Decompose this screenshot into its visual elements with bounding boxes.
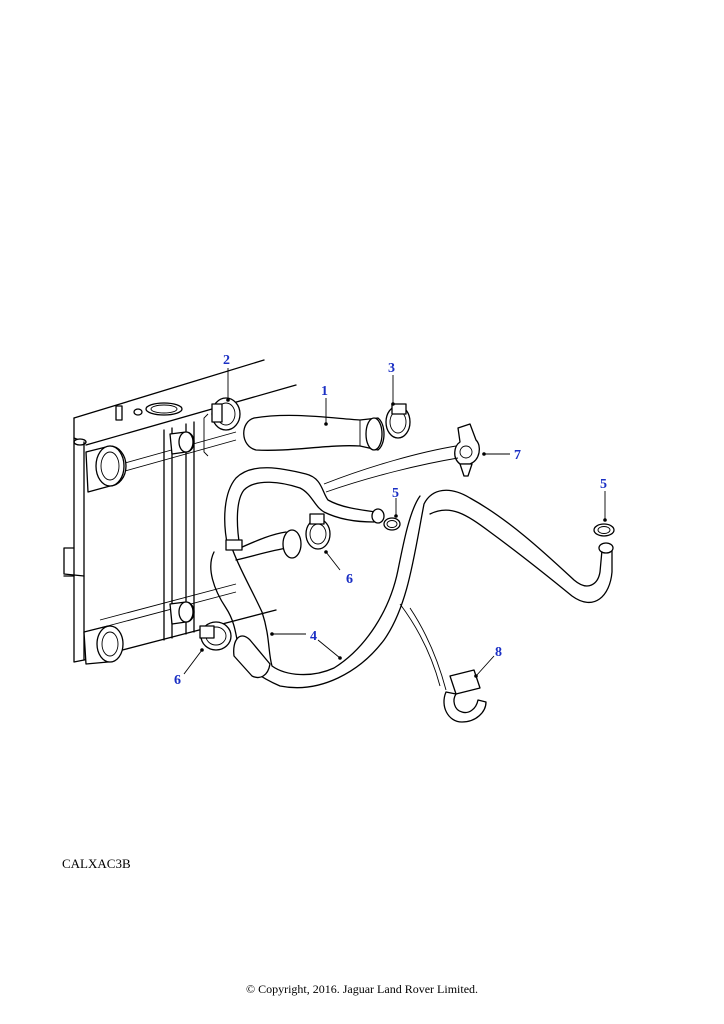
bottom-hose [210, 489, 614, 689]
callout-5b: 5 [600, 477, 607, 492]
leader-lines [183, 368, 607, 678]
hose-clip-5a [383, 517, 401, 531]
hose-clip-6b [199, 621, 232, 651]
callout-8: 8 [495, 645, 502, 660]
bleed-hose [224, 467, 385, 549]
diagram-reference-code: CALXAC3B [62, 856, 131, 871]
radiator [63, 359, 297, 665]
callout-5a: 5 [392, 486, 399, 501]
callout-6a: 6 [346, 572, 353, 587]
copyright-notice: © Copyright, 2016. Jaguar Land Rover Lim… [245, 982, 479, 996]
callout-6b: 6 [174, 673, 181, 688]
callout-7: 7 [514, 448, 521, 463]
hose-retainer-7 [323, 423, 481, 493]
top-hose [243, 414, 385, 451]
callouts: 1 2 3 4 5 5 6 6 7 8 [174, 353, 607, 688]
hose-clip-6a [305, 513, 331, 550]
hose-clip-2 [211, 397, 241, 431]
callout-1: 1 [321, 384, 328, 399]
callout-3: 3 [388, 361, 395, 376]
hose-clip-5b [593, 523, 615, 537]
callout-4: 4 [310, 629, 317, 644]
callout-2: 2 [223, 353, 230, 368]
hose-clip-8 [399, 603, 487, 723]
hose-clip-3 [385, 403, 411, 439]
